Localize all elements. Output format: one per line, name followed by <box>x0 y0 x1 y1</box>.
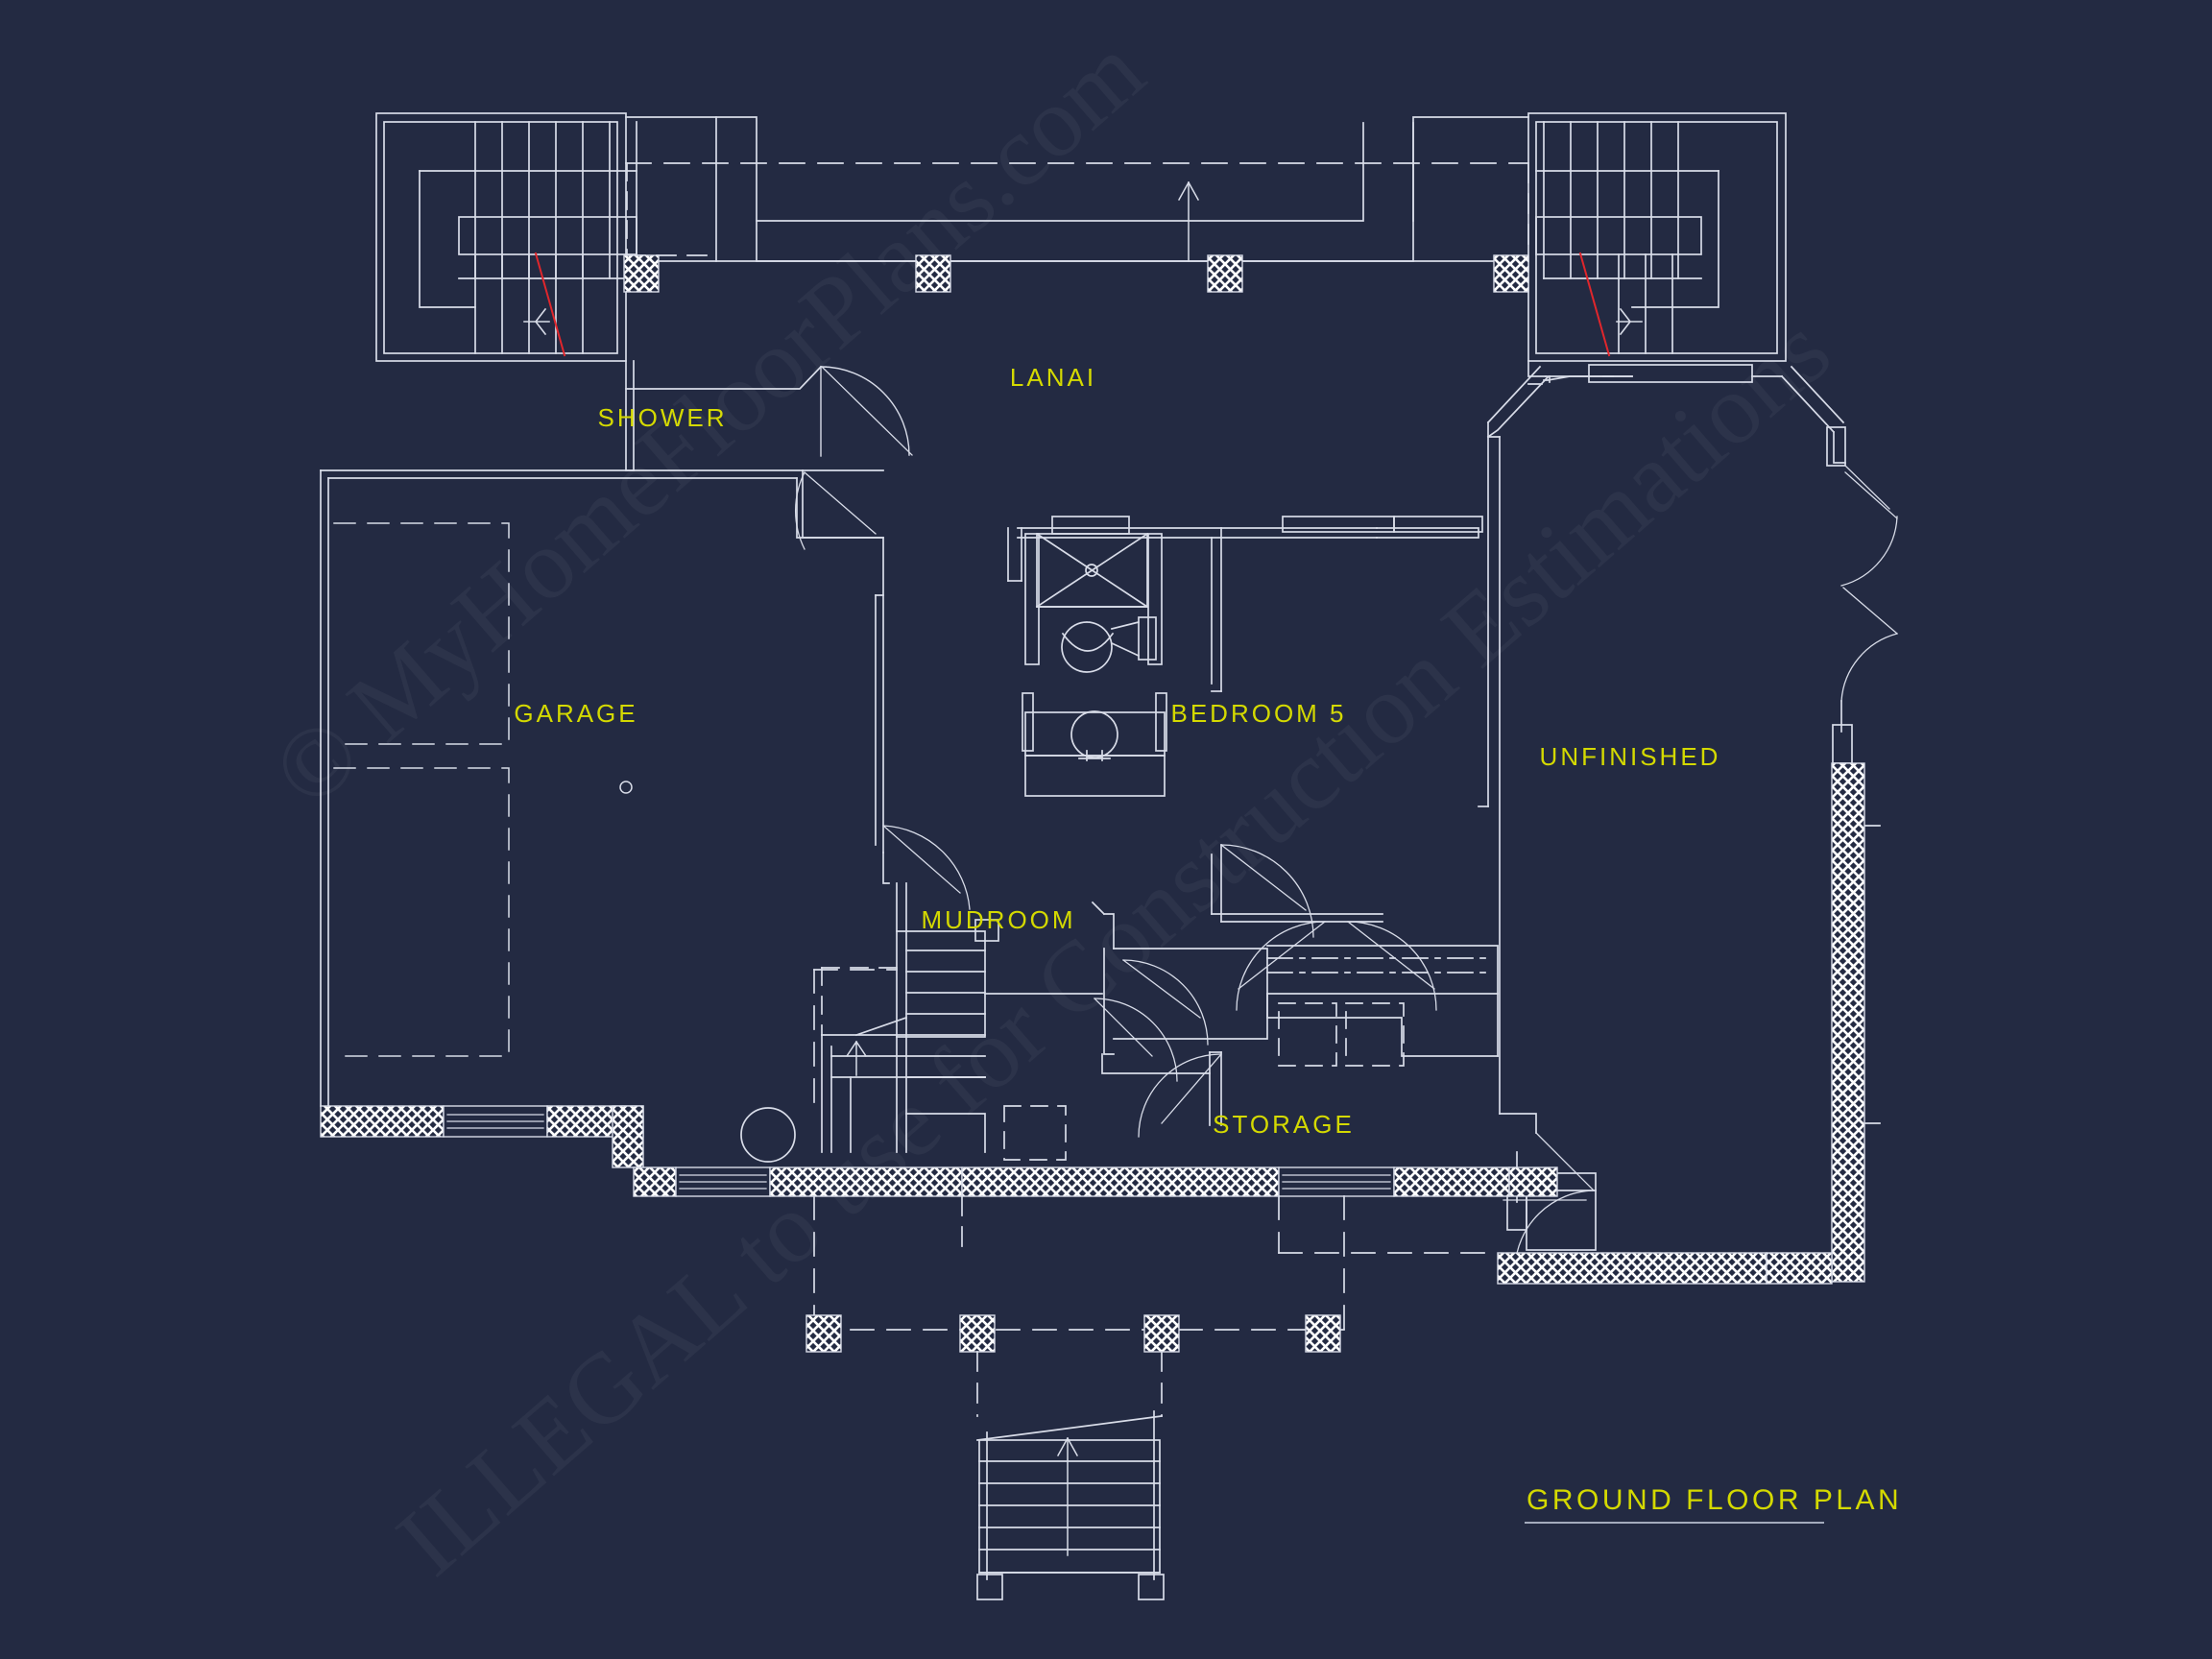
title-block: GROUND FLOOR PLAN <box>1525 1484 1902 1524</box>
rear-porch <box>813 1195 1345 1331</box>
porch-piers <box>805 1314 1341 1353</box>
room-label-unfinished: UNFINISHED <box>1540 742 1721 771</box>
foundation-wall-right <box>1831 762 1865 1283</box>
exterior-stair-bottom <box>976 1351 1165 1600</box>
room-label-bedroom-5: BEDROOM 5 <box>1170 699 1346 728</box>
room-label-garage: GARAGE <box>514 699 637 728</box>
lanai-columns <box>623 254 1529 293</box>
footprint-dashed <box>813 969 1499 1254</box>
stair-left <box>375 112 637 362</box>
mudroom-stair <box>740 882 1178 1163</box>
room-label-group: LANAI SHOWER GARAGE BEDROOM 5 UNFINISHED… <box>514 363 1721 1139</box>
room-label-mudroom: MUDROOM <box>921 905 1075 934</box>
room-label-shower: SHOWER <box>598 403 728 432</box>
room-label-lanai: LANAI <box>1010 363 1096 392</box>
bedroom-5-area <box>1211 516 1483 1011</box>
shower-room <box>625 360 913 471</box>
stair-right <box>1527 112 1787 362</box>
plan-geometry <box>320 112 1898 1600</box>
plan-title: GROUND FLOOR PLAN <box>1527 1484 1902 1516</box>
garage-area <box>320 469 971 1107</box>
room-label-storage: STORAGE <box>1213 1110 1355 1139</box>
lanai-area <box>625 116 1529 262</box>
hall-closets <box>1091 901 1499 1138</box>
bath-fixtures <box>1007 516 1222 797</box>
foundation-wall-bottom <box>320 1105 1833 1285</box>
foundation-windows <box>446 1114 1587 1201</box>
